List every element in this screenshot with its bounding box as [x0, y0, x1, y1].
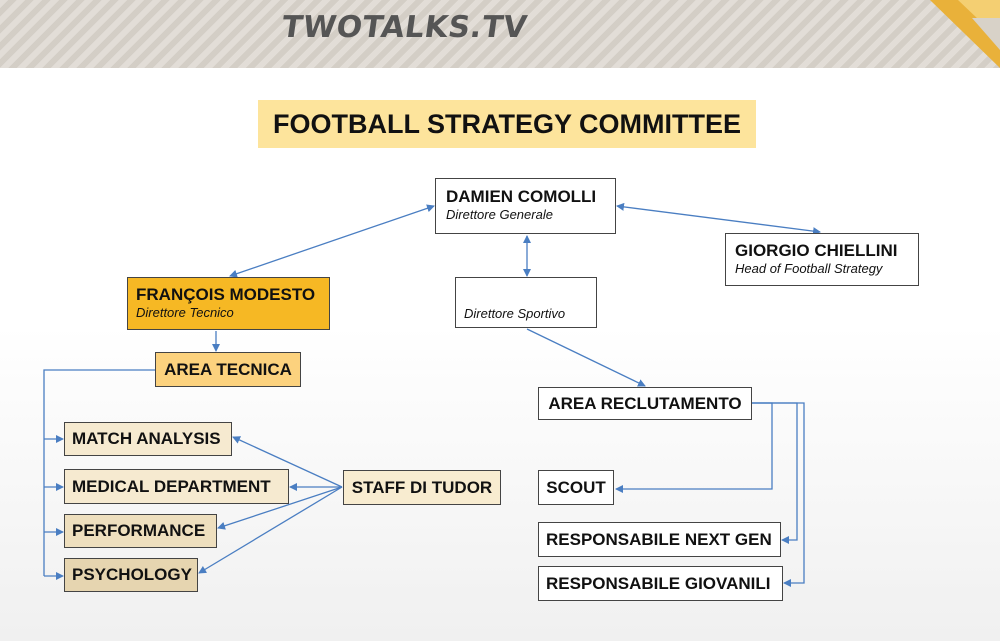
node-staff-di-tudor: STAFF DI TUDOR: [343, 470, 501, 505]
link-ds-reclutamento: [526, 328, 646, 387]
link-staff-performance: [217, 486, 343, 530]
node-match-analysis-label: MATCH ANALYSIS: [72, 429, 221, 448]
node-next-gen-label: RESPONSABILE NEXT GEN: [546, 529, 772, 549]
node-psychology: PSYCHOLOGY: [64, 558, 198, 592]
node-staff-tudor-label: STAFF DI TUDOR: [351, 477, 493, 497]
node-area-reclutamento: AREA RECLUTAMENTO: [538, 387, 752, 420]
node-direttore-sportivo: Direttore Sportivo: [455, 277, 597, 328]
node-scout-label: SCOUT: [546, 477, 606, 497]
node-modesto: FRANÇOIS MODESTO Direttore Tecnico: [127, 277, 330, 330]
node-giovanili-label: RESPONSABILE GIOVANILI: [546, 573, 771, 593]
node-chiellini-role: Head of Football Strategy: [735, 261, 883, 276]
node-next-gen: RESPONSABILE NEXT GEN: [538, 522, 781, 557]
node-match-analysis: MATCH ANALYSIS: [64, 422, 232, 456]
node-giovanili: RESPONSABILE GIOVANILI: [538, 566, 783, 601]
node-comolli-name: DAMIEN COMOLLI: [446, 187, 597, 206]
link-comolli-chiellini: [616, 202, 821, 236]
node-area-tecnica-label: AREA TECNICA: [164, 359, 292, 379]
header-banner: TWOTALKS.TV: [0, 0, 1000, 68]
diagram-title: FOOTBALL STRATEGY COMMITTEE: [258, 100, 756, 148]
node-chiellini-name: GIORGIO CHIELLINI: [735, 241, 898, 260]
link-reclutamento-giovanili: [752, 402, 805, 587]
link-staff-psychology: [198, 486, 343, 574]
link-staff-match: [232, 436, 343, 488]
node-chiellini: GIORGIO CHIELLINI Head of Football Strat…: [725, 233, 919, 286]
node-medical-department: MEDICAL DEPARTMENT: [64, 469, 289, 504]
node-area-reclutamento-label: AREA RECLUTAMENTO: [548, 393, 742, 413]
node-scout: SCOUT: [538, 470, 614, 505]
node-medical-label: MEDICAL DEPARTMENT: [72, 476, 271, 496]
node-psychology-label: PSYCHOLOGY: [72, 565, 192, 584]
corner-logo-icon: [930, 0, 1000, 68]
node-performance-label: PERFORMANCE: [72, 521, 206, 540]
link-comolli-modesto: [229, 204, 435, 278]
node-comolli: DAMIEN COMOLLI Direttore Generale: [435, 178, 616, 234]
link-reclutamento-nextgen: [752, 402, 798, 544]
node-performance: PERFORMANCE: [64, 514, 217, 548]
node-comolli-role: Direttore Generale: [446, 207, 553, 222]
node-modesto-name: FRANÇOIS MODESTO: [136, 285, 316, 304]
node-ds-role: Direttore Sportivo: [464, 306, 566, 321]
node-modesto-role: Direttore Tecnico: [136, 305, 234, 320]
area-tecnica-bus: [43, 369, 155, 576]
node-area-tecnica: AREA TECNICA: [155, 352, 301, 387]
